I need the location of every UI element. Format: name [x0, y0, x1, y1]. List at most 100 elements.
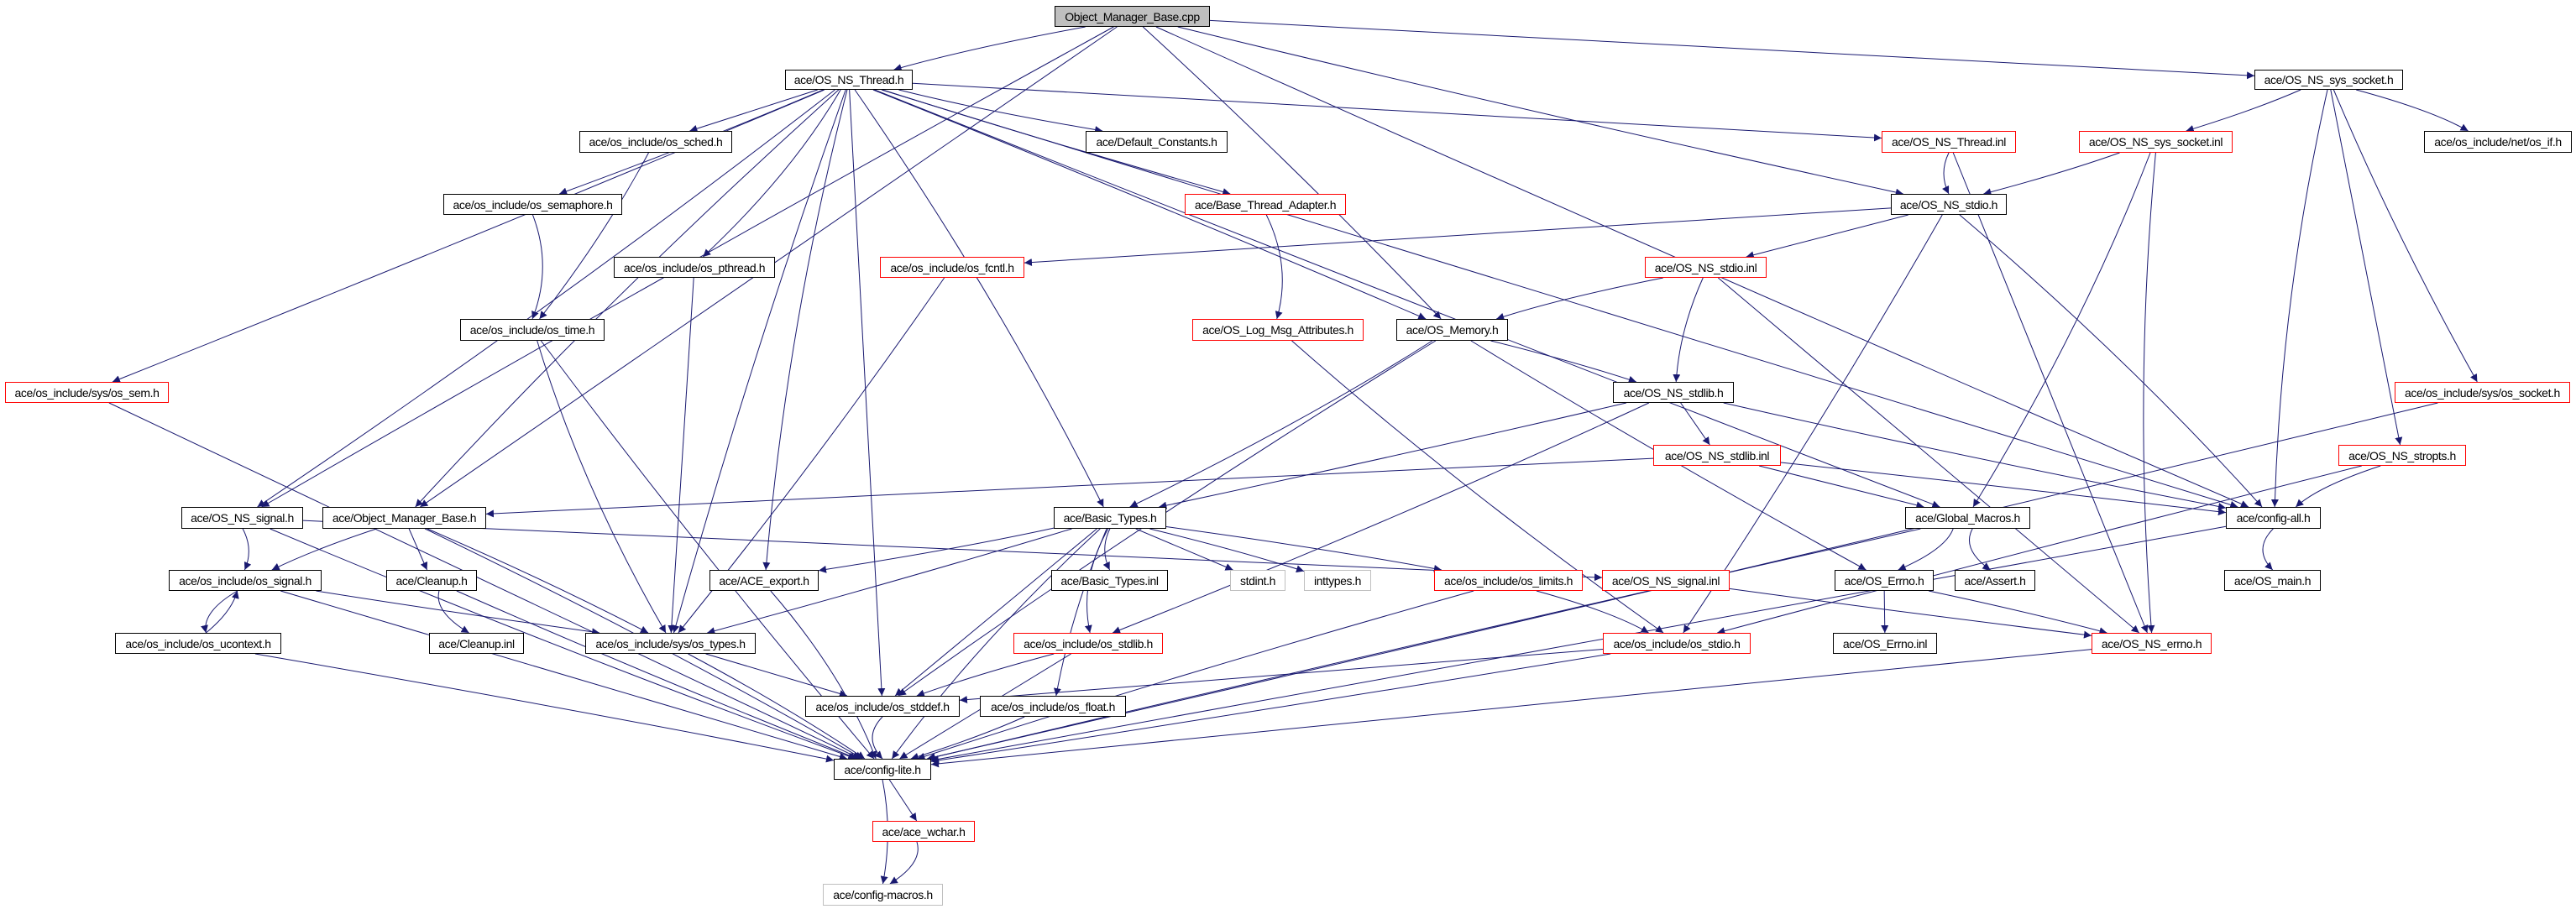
edge-os_memory-to-stdlib_h	[1490, 340, 1636, 384]
node-sys-socket-h[interactable]: ace/OS_NS_sys_socket.h	[2254, 70, 2403, 90]
edge-stdio_inl-to-stdlib_h	[1673, 277, 1704, 383]
edge-os_stdio-to-config_lite	[930, 653, 1611, 765]
node-cpp[interactable]: Object_Manager_Base.cpp	[1055, 6, 1210, 27]
node-os-types[interactable]: ace/os_include/sys/os_types.h	[585, 633, 756, 654]
edge-sys_socket_inl-to-ns_errno	[2143, 152, 2156, 634]
node-stropts[interactable]: ace/OS_NS_stropts.h	[2338, 445, 2466, 466]
node-os-stddef[interactable]: ace/os_include/os_stddef.h	[805, 696, 960, 717]
edge-thread_h-to-omb_h	[415, 89, 840, 508]
node-stdlib-inl[interactable]: ace/OS_NS_stdlib.inl	[1653, 445, 1781, 466]
node-omb-h[interactable]: ace/Object_Manager_Base.h	[322, 507, 486, 529]
node-global-macros[interactable]: ace/Global_Macros.h	[1905, 507, 2030, 529]
node-os-fcntl[interactable]: ace/os_include/os_fcntl.h	[880, 257, 1024, 278]
node-os-limits[interactable]: ace/os_include/os_limits.h	[1434, 570, 1583, 591]
node-os-semaphore[interactable]: ace/os_include/os_semaphore.h	[443, 194, 622, 215]
edge-thread_h-to-os_pthread	[702, 89, 841, 258]
node-stdint[interactable]: stdint.h	[1230, 570, 1285, 591]
edge-os_ucontext-to-config_lite	[254, 653, 835, 763]
node-basic-types-inl[interactable]: ace/Basic_Types.inl	[1051, 570, 1168, 591]
node-os-main[interactable]: ace/OS_main.h	[2224, 570, 2321, 591]
node-os-signal[interactable]: ace/os_include/os_signal.h	[169, 570, 322, 591]
node-signal-inl[interactable]: ace/OS_NS_signal.inl	[1602, 570, 1730, 591]
node-sys-os-socket[interactable]: ace/os_include/sys/os_socket.h	[2395, 382, 2570, 403]
node-label: ace/OS_Memory.h	[1406, 323, 1499, 337]
node-stdio-h[interactable]: ace/OS_NS_stdio.h	[1891, 194, 2007, 215]
edge-global_macros-to-assert_h	[1969, 528, 1991, 571]
node-label: Object_Manager_Base.cpp	[1065, 9, 1200, 24]
node-assert-h[interactable]: ace/Assert.h	[1955, 570, 2035, 591]
node-os-stdio[interactable]: ace/os_include/os_stdio.h	[1603, 633, 1751, 654]
edge-thread_inl-to-stdio_h	[1942, 152, 1950, 195]
node-stdlib-h[interactable]: ace/OS_NS_stdlib.h	[1613, 382, 1734, 403]
node-os-sem[interactable]: ace/os_include/sys/os_sem.h	[5, 382, 169, 403]
edge-stdlib_h-to-config_all	[1723, 402, 2227, 510]
node-label: ace/config-all.h	[2236, 511, 2311, 525]
node-ace-wchar[interactable]: ace/ace_wchar.h	[872, 821, 975, 842]
edge-os_limits-to-config_lite	[917, 590, 1474, 760]
node-os-sched[interactable]: ace/os_include/os_sched.h	[579, 131, 732, 153]
node-label: ace/os_include/os_fcntl.h	[890, 260, 1014, 274]
node-label: ace/Cleanup.inl	[438, 636, 515, 650]
node-signal-h[interactable]: ace/OS_NS_signal.h	[181, 507, 303, 529]
node-os-pthread[interactable]: ace/os_include/os_pthread.h	[614, 257, 775, 278]
edge-os_memory-to-os_stddef	[898, 340, 1437, 697]
edge-ace_export-to-config_lite	[770, 590, 877, 760]
node-os-stdlib[interactable]: ace/os_include/os_stdlib.h	[1013, 633, 1163, 654]
node-label: ace/OS_Errno.inl	[1842, 636, 1928, 650]
edge-os_signal-to-os_ucontext	[201, 590, 238, 634]
node-config-lite[interactable]: ace/config-lite.h	[834, 759, 931, 780]
edge-stdlib_inl-to-omb_h	[485, 457, 1654, 518]
node-thread-h[interactable]: ace/OS_NS_Thread.h	[785, 70, 913, 90]
edge-basic_types-to-os_stddef	[894, 528, 1097, 697]
node-label: ace/OS_Log_Msg_Attributes.h	[1202, 323, 1353, 337]
node-ace-export[interactable]: ace/ACE_export.h	[709, 570, 819, 591]
node-os-time[interactable]: ace/os_include/os_time.h	[460, 319, 605, 341]
edge-os_types-to-os_stddef	[705, 653, 848, 697]
node-os-float[interactable]: ace/os_include/os_float.h	[980, 696, 1126, 717]
node-default-const[interactable]: ace/Default_Constants.h	[1086, 131, 1228, 153]
node-label: ace/os_include/os_semaphore.h	[453, 197, 613, 212]
node-basic-types[interactable]: ace/Basic_Types.h	[1054, 507, 1166, 529]
node-os-errno-inl[interactable]: ace/OS_Errno.inl	[1833, 633, 1937, 654]
edge-stdio_h-to-stdio_inl	[1746, 214, 1908, 259]
node-net-os-if[interactable]: ace/os_include/net/os_if.h	[2424, 131, 2572, 153]
edge-os_pthread-to-os_types	[668, 277, 694, 634]
edge-stdlib_h-to-basic_types	[1159, 402, 1627, 509]
node-ns-errno[interactable]: ace/OS_NS_errno.h	[2092, 633, 2212, 654]
node-stdio-inl[interactable]: ace/OS_NS_stdio.inl	[1645, 257, 1767, 278]
edge-thread_h-to-os_sched	[689, 89, 818, 133]
edge-os_limits-to-os_stdio	[1536, 590, 1649, 634]
edge-config_all-to-os_main	[2262, 528, 2274, 571]
node-label: ace/os_include/net/os_if.h	[2434, 135, 2562, 149]
edge-stdlib_inl-to-global_macros	[1758, 465, 1924, 509]
edge-stdio_h-to-config_all	[1959, 214, 2263, 508]
node-label: ace/os_include/os_stddef.h	[815, 699, 950, 713]
node-inttypes[interactable]: inttypes.h	[1304, 570, 1371, 591]
node-label: ace/Cleanup.h	[395, 573, 468, 588]
node-cleanup-inl[interactable]: ace/Cleanup.inl	[429, 633, 524, 654]
edge-signal_h-to-config_lite	[270, 528, 856, 760]
edge-config_lite-to-ace_wchar	[888, 779, 918, 822]
node-thread-inl[interactable]: ace/OS_NS_Thread.inl	[1882, 131, 2016, 153]
edge-basic_types-to-os_limits	[1165, 526, 1442, 572]
node-os-memory[interactable]: ace/OS_Memory.h	[1396, 319, 1508, 341]
edge-stdio_inl-to-os_memory	[1496, 277, 1663, 321]
edge-os_stdio-to-os_stddef	[959, 648, 1604, 703]
node-os-errno[interactable]: ace/OS_Errno.h	[1835, 570, 1934, 591]
node-config-macros[interactable]: ace/config-macros.h	[823, 884, 943, 906]
edge-stropts-to-os_stdio	[1717, 465, 2362, 635]
edge-thread_h-to-default_const	[898, 89, 1103, 133]
edge-os_signal-to-os_types	[316, 590, 600, 636]
node-label: ace/Base_Thread_Adapter.h	[1194, 197, 1337, 212]
edge-thread_h-to-os_types	[672, 89, 846, 634]
node-log-msg-attr[interactable]: ace/OS_Log_Msg_Attributes.h	[1192, 319, 1364, 341]
node-label: ace/config-lite.h	[844, 762, 921, 776]
node-label: ace/os_include/sys/os_types.h	[595, 636, 746, 650]
node-sys-socket-inl[interactable]: ace/OS_NS_sys_socket.inl	[2079, 131, 2233, 153]
node-os-ucontext[interactable]: ace/os_include/os_ucontext.h	[115, 633, 281, 654]
node-config-all[interactable]: ace/config-all.h	[2226, 507, 2321, 529]
node-cleanup-h[interactable]: ace/Cleanup.h	[386, 570, 477, 591]
edge-signal_inl-to-ns_errno	[1729, 588, 2092, 639]
node-base-thread-adapter[interactable]: ace/Base_Thread_Adapter.h	[1185, 194, 1346, 215]
node-label: ace/OS_NS_stdio.h	[1899, 197, 1998, 212]
